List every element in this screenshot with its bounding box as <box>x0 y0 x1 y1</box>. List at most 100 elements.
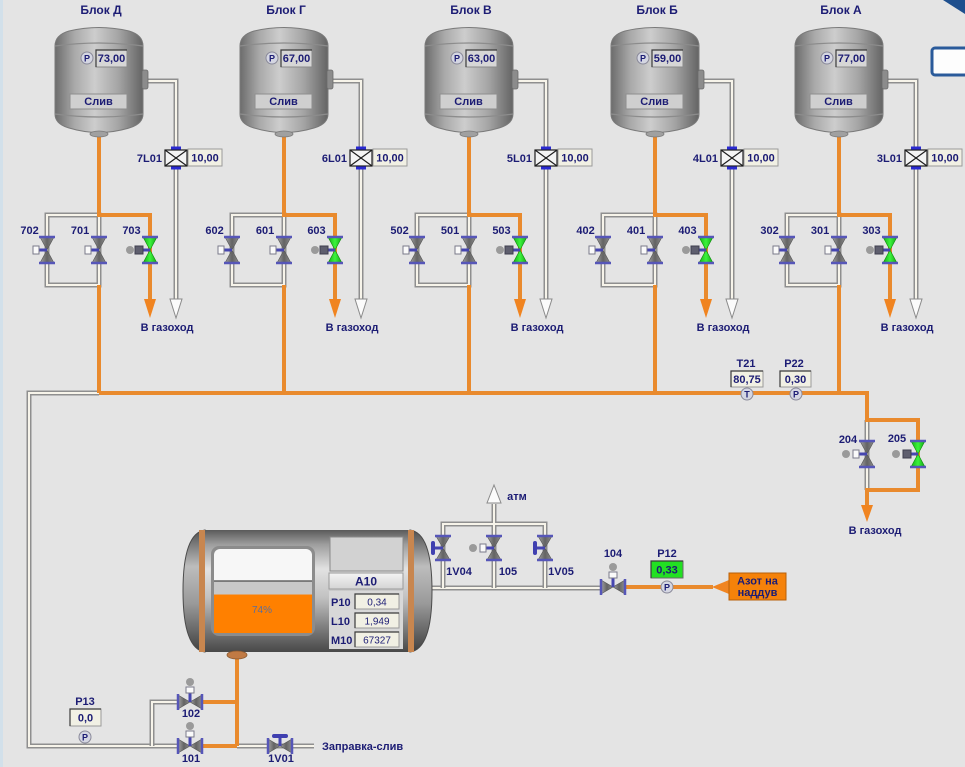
valve-105-tag: 105 <box>499 566 517 578</box>
valve-204[interactable] <box>842 439 875 469</box>
header-exhaust-arrow-icon <box>861 505 873 522</box>
tank-blocks: Блок Д P 73,00 <box>20 3 963 393</box>
pressure-value: 67,00 <box>283 53 311 65</box>
valve-drain[interactable] <box>84 235 107 265</box>
valve-101[interactable] <box>176 722 204 754</box>
valve-exhaust-tag: 403 <box>678 225 696 237</box>
tank-block-4: Блок Б P 59,00 <box>576 3 779 393</box>
tank-display-panel <box>329 536 404 572</box>
actuator-icon <box>640 245 648 255</box>
drain-button[interactable] <box>439 93 498 110</box>
valve-drain-tag: 701 <box>71 225 89 237</box>
pressure-sensor-icon <box>450 51 464 65</box>
actuator-icon <box>32 245 40 255</box>
actuator-icon <box>824 245 832 255</box>
drain-button[interactable] <box>254 93 313 110</box>
flow-value: 10,00 <box>561 153 589 165</box>
valve-1v05-tag: 1V05 <box>548 566 574 578</box>
block-title: Блок Д <box>80 3 122 17</box>
pressure-sensor-label: P <box>269 54 275 64</box>
bottom-nozzle <box>829 130 849 138</box>
exhaust-label: В газоход <box>141 322 194 334</box>
header-pressure-sensor-icon <box>789 387 803 401</box>
actuator-icon <box>269 245 277 255</box>
valve-drain[interactable] <box>454 235 477 265</box>
header-exhaust-label: В газоход <box>849 525 902 537</box>
drain-button-label: Слив <box>454 96 483 108</box>
actuator-icon <box>185 730 195 738</box>
vertical-tank <box>239 27 334 138</box>
valve-exhaust[interactable] <box>682 235 714 265</box>
drain-button[interactable] <box>69 93 128 110</box>
valve-101-tag: 101 <box>182 753 200 765</box>
navigation-button[interactable] <box>930 46 965 77</box>
valve-bypass-tag: 602 <box>205 225 223 237</box>
drain-button-label: Слив <box>84 96 113 108</box>
exhaust-arrow-orange-icon <box>884 299 896 318</box>
nitrogen-pressure-value: 0,33 <box>656 565 677 577</box>
flow-valve[interactable] <box>904 146 928 170</box>
valve-bypass[interactable] <box>402 235 425 265</box>
actuator-icon <box>588 245 596 255</box>
valve-exhaust[interactable] <box>866 235 898 265</box>
valve-1v05[interactable] <box>533 534 553 562</box>
exhaust-arrow-white-icon <box>354 298 368 320</box>
level-percent: 74% <box>252 605 272 616</box>
temperature-tag: T21 <box>737 358 756 370</box>
flow-valve[interactable] <box>534 146 558 170</box>
vertical-tank <box>610 27 705 138</box>
valve-drain[interactable] <box>824 235 847 265</box>
pressure-sensor-icon <box>80 51 94 65</box>
side-nozzle <box>881 69 889 90</box>
pressure-sensor-icon <box>820 51 834 65</box>
valve-1v01-tag: 1V01 <box>268 753 294 765</box>
drain-button[interactable] <box>809 93 868 110</box>
valve-bypass[interactable] <box>217 235 240 265</box>
valve-bypass[interactable] <box>588 235 611 265</box>
valve-bypass[interactable] <box>32 235 55 265</box>
actuator-icon <box>902 449 912 459</box>
nitrogen-source-box[interactable]: Азот на наддув <box>728 572 787 601</box>
valve-105[interactable] <box>469 534 502 562</box>
tank-drain-pipe <box>198 656 239 748</box>
valve-exhaust[interactable] <box>496 235 528 265</box>
valve-1v04[interactable] <box>431 534 451 562</box>
valve-bypass[interactable] <box>772 235 795 265</box>
valve-exhaust-tag: 503 <box>492 225 510 237</box>
temperature-sensor-icon <box>740 387 754 401</box>
exhaust-arrow-white-icon <box>539 298 553 320</box>
valve-exhaust[interactable] <box>311 235 343 265</box>
pressure-sensor-label: P <box>84 54 90 64</box>
drain-button-label: Слив <box>824 96 853 108</box>
exhaust-arrow-white-icon <box>169 298 183 320</box>
vertical-tank <box>424 27 519 138</box>
valve-exhaust[interactable] <box>126 235 158 265</box>
drain-button[interactable] <box>625 93 684 110</box>
valve-104[interactable] <box>599 563 627 595</box>
flow-value-display <box>187 148 223 167</box>
fill-pressure-sensor-icon <box>78 730 92 744</box>
exhaust-label: В газоход <box>511 322 564 334</box>
valve-205[interactable] <box>892 439 926 469</box>
status-dot-icon <box>496 246 504 254</box>
pressure-sensor-label: P <box>824 54 830 64</box>
valve-102[interactable] <box>176 678 204 710</box>
header-pressure-sensor-label: P <box>793 390 799 400</box>
tank-bottom-nozzle <box>226 650 248 660</box>
flow-valve-tag: 7L01 <box>137 153 162 165</box>
flow-valve-tag: 5L01 <box>507 153 532 165</box>
fill-pressure-tag: P13 <box>75 696 95 708</box>
valve-1v01[interactable] <box>266 734 294 754</box>
vertical-tank <box>794 27 889 138</box>
flow-valve[interactable] <box>164 146 188 170</box>
valve-bypass-tag: 402 <box>576 225 594 237</box>
temperature-sensor-label: T <box>744 390 750 400</box>
valve-drain[interactable] <box>640 235 663 265</box>
flow-valve[interactable] <box>720 146 744 170</box>
valve-bypass-tag: 702 <box>20 225 38 237</box>
status-dot-icon <box>682 246 690 254</box>
pressure-sensor-icon <box>636 51 650 65</box>
valve-drain[interactable] <box>269 235 292 265</box>
flow-valve[interactable] <box>349 146 373 170</box>
